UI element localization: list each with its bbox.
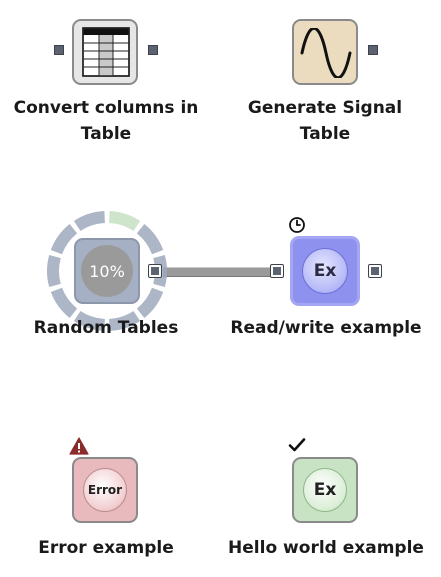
progress-segment bbox=[109, 211, 141, 231]
progress-segment bbox=[50, 287, 78, 318]
progress-ring bbox=[45, 209, 169, 333]
node-convert-columns-box[interactable] bbox=[72, 19, 138, 85]
node-label: Error example bbox=[38, 538, 174, 558]
node-label: Hello world example bbox=[228, 538, 424, 558]
progress-text: 10% bbox=[89, 261, 125, 281]
example-icon: Ex bbox=[303, 468, 347, 512]
progress-segment bbox=[73, 311, 105, 331]
progress-segment bbox=[47, 254, 61, 288]
input-port[interactable] bbox=[270, 264, 284, 278]
output-port[interactable] bbox=[148, 264, 162, 278]
checkmark-icon bbox=[288, 437, 308, 453]
error-icon: Error bbox=[83, 468, 127, 512]
node-label: Convert columns in Table bbox=[13, 98, 199, 144]
progress-segment bbox=[109, 311, 141, 331]
progress-segment bbox=[136, 224, 164, 255]
example-icon: Ex bbox=[302, 248, 348, 294]
error-icon-text: Error bbox=[87, 483, 123, 497]
example-icon-text: Ex bbox=[313, 261, 337, 281]
node-error-box[interactable]: Error bbox=[72, 457, 138, 523]
example-icon-text: Ex bbox=[313, 480, 337, 500]
connection-edge[interactable] bbox=[163, 267, 270, 277]
node-random-tables-box[interactable]: 10% bbox=[74, 238, 140, 304]
node-read-write-box[interactable]: Ex bbox=[290, 236, 360, 306]
sine-wave-icon bbox=[299, 28, 353, 78]
warning-icon bbox=[69, 437, 89, 455]
output-port[interactable] bbox=[148, 45, 158, 55]
table-icon bbox=[82, 27, 130, 77]
progress-segment bbox=[50, 224, 78, 255]
node-hello-world-box[interactable]: Ex bbox=[292, 457, 358, 523]
output-port[interactable] bbox=[368, 45, 378, 55]
node-label: Generate Signal Table bbox=[247, 98, 403, 144]
clock-icon bbox=[288, 216, 308, 234]
input-port[interactable] bbox=[54, 45, 64, 55]
node-generate-signal-box[interactable] bbox=[292, 19, 358, 85]
progress-indicator: 10% bbox=[81, 245, 133, 297]
output-port[interactable] bbox=[368, 264, 382, 278]
progress-segment bbox=[73, 211, 105, 231]
progress-segment bbox=[136, 287, 164, 318]
node-label: Random Tables bbox=[33, 318, 179, 338]
node-label: Read/write example bbox=[230, 318, 422, 338]
